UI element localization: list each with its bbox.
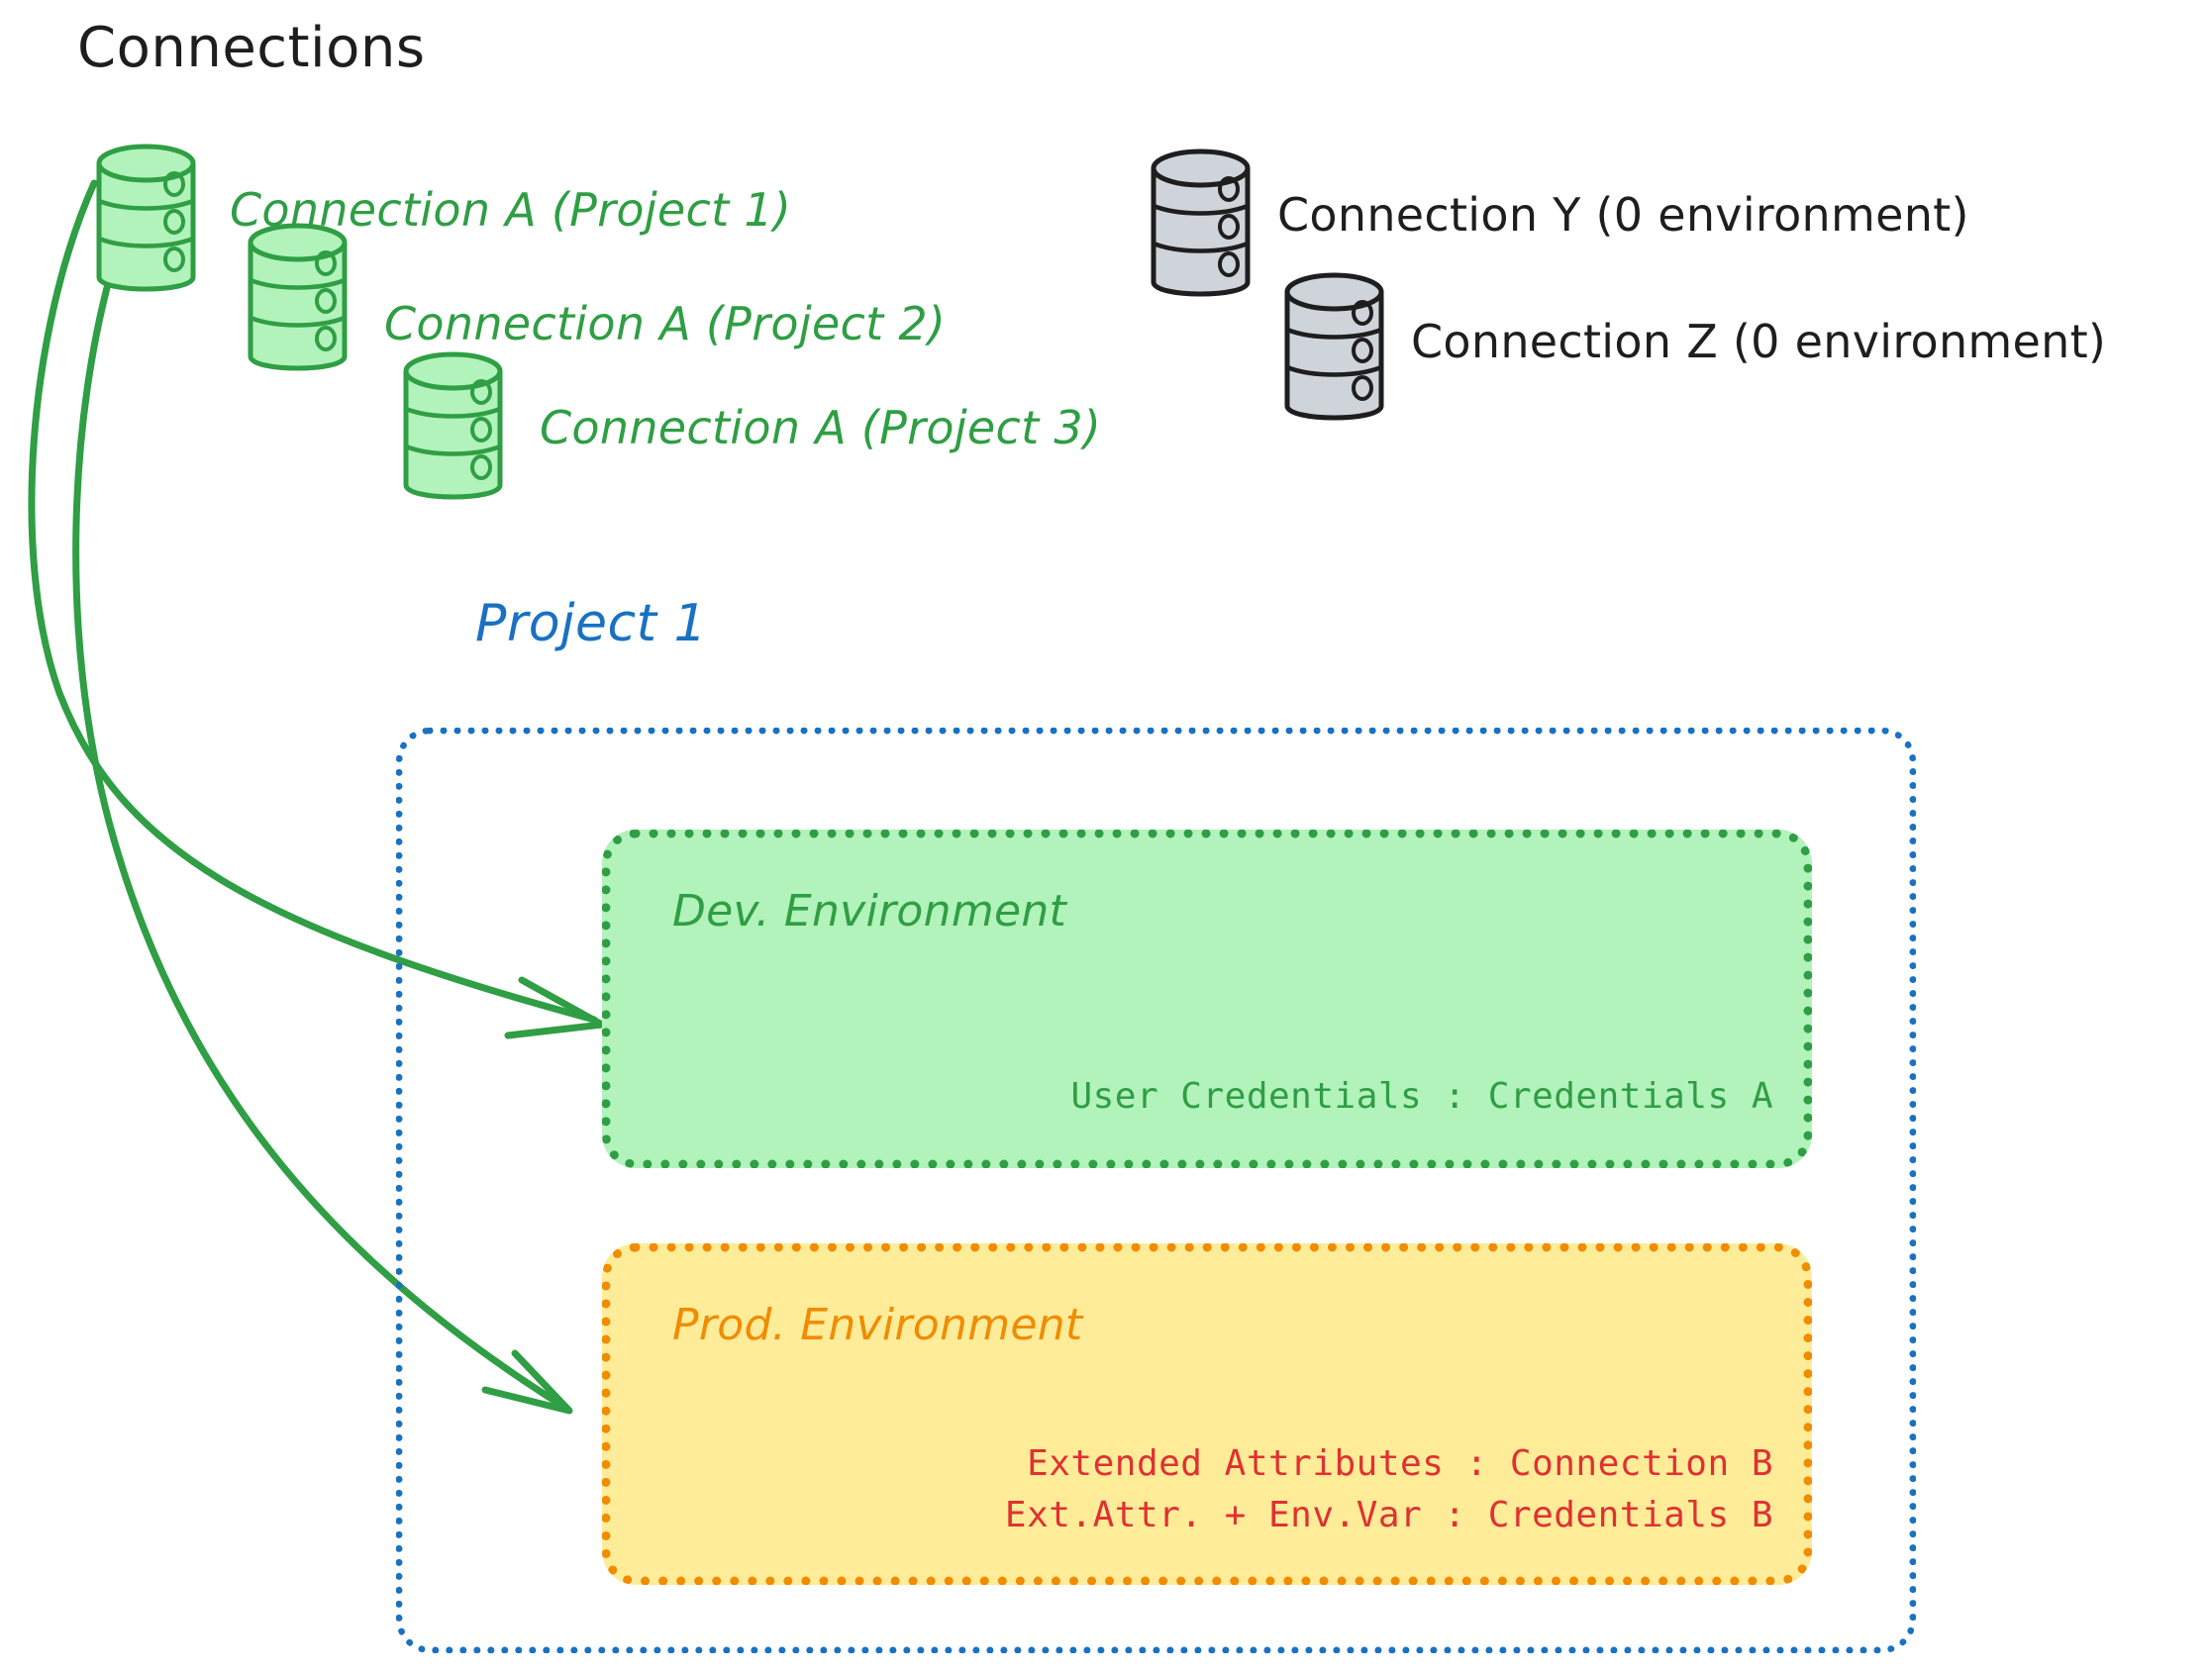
page-title: Connections (77, 16, 426, 80)
database-icon-connection-a2 (248, 223, 348, 371)
project-title: Project 1 (475, 594, 708, 653)
connection-label-y: Connection Y (0 environment) (1277, 188, 1969, 242)
environment-title-dev: Dev. Environment (672, 886, 1067, 936)
environment-entry-prod-0: Extended Attributes : Connection B (1027, 1443, 1773, 1484)
database-icon-connection-a3 (403, 351, 503, 500)
connection-label-a3: Connection A (Project 3) (540, 401, 1102, 454)
environment-entry-dev-0: User Credentials : Credentials A (1070, 1076, 1773, 1117)
connection-label-a2: Connection A (Project 2) (384, 297, 947, 350)
environment-box-prod: Prod. Environment Extended Attributes : … (602, 1243, 1812, 1585)
environment-title-prod: Prod. Environment (672, 1300, 1083, 1350)
arrow-to-prod (72, 258, 573, 1415)
environment-entry-prod-1: Ext.Attr. + Env.Var : Credentials B (1004, 1495, 1773, 1535)
connection-label-z: Connection Z (0 environment) (1411, 315, 2107, 368)
database-icon-connection-y (1151, 148, 1251, 297)
database-icon-connection-z (1284, 272, 1384, 421)
connection-label-a1: Connection A (Project 1) (230, 183, 792, 237)
database-icon-connection-a1 (96, 144, 196, 292)
project-container (396, 728, 1916, 1653)
environment-box-dev: Dev. Environment User Credentials : Cred… (602, 830, 1812, 1168)
